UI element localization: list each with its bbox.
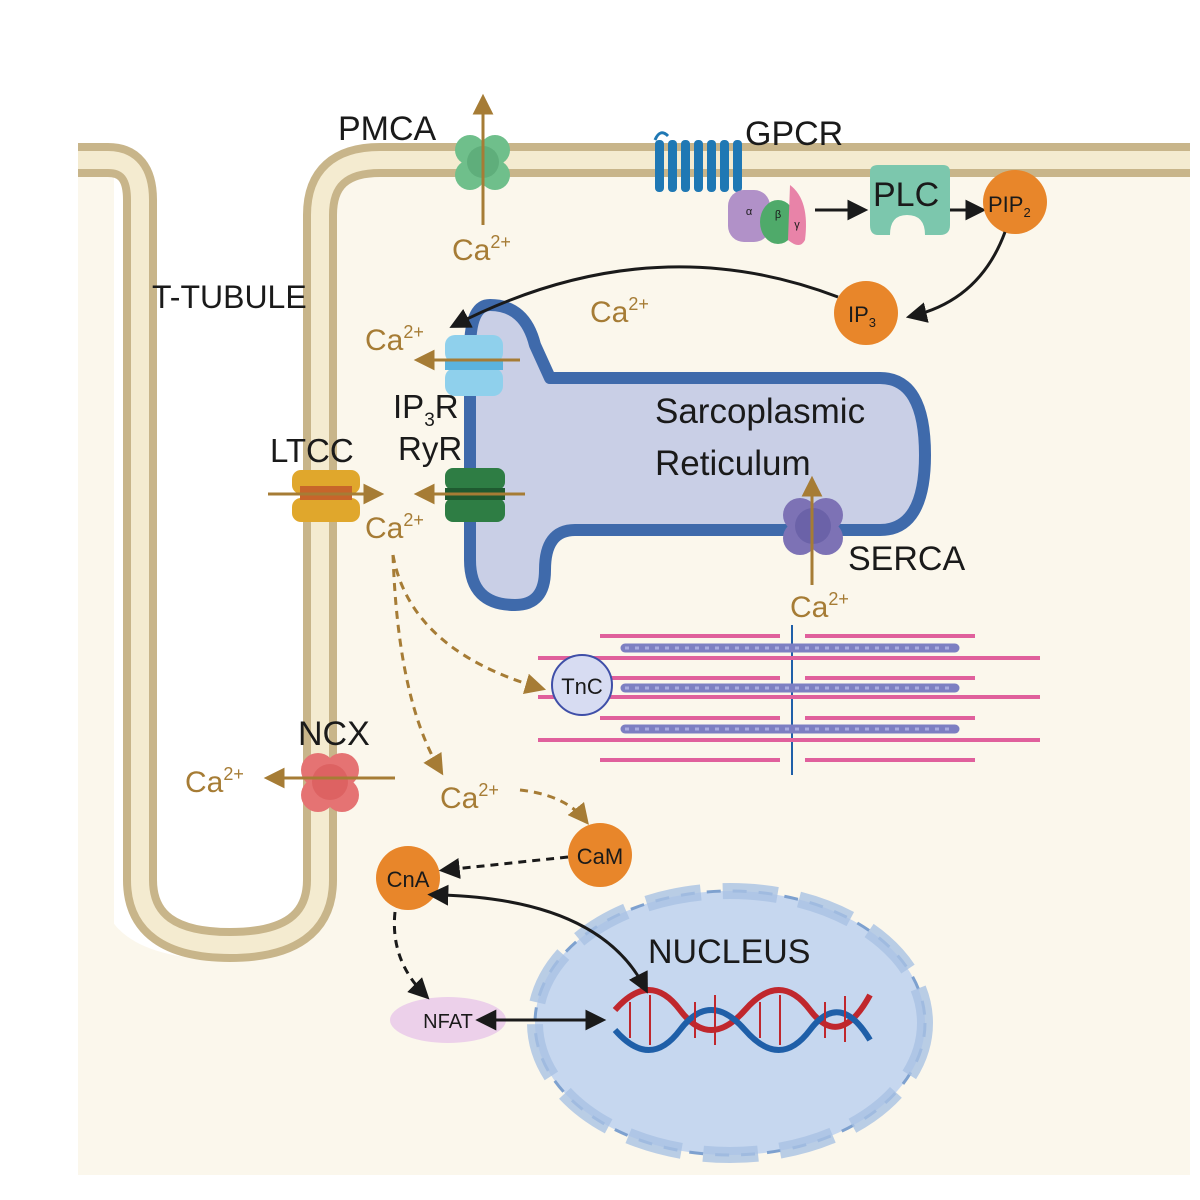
ltcc-channel bbox=[292, 470, 360, 522]
ltcc-label: LTCC bbox=[270, 432, 354, 469]
nfat-label: NFAT bbox=[423, 1011, 473, 1033]
ip3-to-ip3r-arrow bbox=[449, 265, 839, 328]
alpha-label: α bbox=[746, 206, 753, 218]
tnc-node bbox=[551, 654, 613, 716]
g-protein: α β γ bbox=[728, 185, 806, 245]
ip3r-channel bbox=[445, 335, 503, 396]
ip3r-label: IP3R bbox=[393, 388, 459, 431]
ncx-exchanger bbox=[301, 753, 359, 812]
cam-to-cna-arrow bbox=[438, 855, 569, 879]
sr-label-line2: Reticulum bbox=[655, 444, 811, 483]
ncx-label: NCX bbox=[298, 715, 370, 753]
cna-node bbox=[376, 846, 440, 910]
ip3-node bbox=[834, 281, 898, 345]
pip2-label: PIP2 bbox=[988, 192, 1031, 220]
ca-label-pmca: Ca2+ bbox=[452, 232, 511, 267]
plc-label: PLC bbox=[873, 176, 939, 214]
plc-enzyme bbox=[870, 165, 950, 235]
gamma-label: γ bbox=[794, 219, 800, 231]
ca-label-ip3r: Ca2+ bbox=[365, 322, 424, 357]
pip2-node bbox=[983, 170, 1047, 234]
ca-label-cytosol: Ca2+ bbox=[590, 294, 649, 329]
cam-label: CaM bbox=[577, 844, 623, 869]
cna-label: CnA bbox=[387, 867, 430, 892]
ca-to-cytosol-arrow bbox=[391, 554, 444, 776]
pmca-label: PMCA bbox=[338, 110, 437, 148]
gpcr-receptor bbox=[653, 131, 742, 192]
ca-label-cam: Ca2+ bbox=[440, 780, 499, 815]
ip3-label: IP3 bbox=[848, 302, 876, 330]
ryr-channel bbox=[445, 468, 505, 522]
ca-label-serca: Ca2+ bbox=[790, 589, 849, 624]
ca-to-cam-arrow bbox=[519, 788, 589, 825]
nucleus-label: NUCLEUS bbox=[648, 933, 810, 971]
ca-label-ltcc: Ca2+ bbox=[365, 510, 424, 545]
pip2-to-ip3-arrow bbox=[905, 231, 1007, 323]
ryr-label: RyR bbox=[398, 430, 462, 467]
ca-label-ncx: Ca2+ bbox=[185, 764, 244, 799]
sarcomere bbox=[538, 625, 1040, 775]
serca-pump bbox=[783, 498, 843, 555]
cna-to-nfat-arrow bbox=[392, 911, 430, 1000]
gpcr-label: GPCR bbox=[745, 115, 843, 153]
serca-label: SERCA bbox=[848, 540, 965, 578]
cytoplasm-left bbox=[78, 160, 114, 1175]
cna-dna-arrow bbox=[427, 884, 648, 994]
beta-label: β bbox=[775, 209, 781, 221]
cam-node bbox=[568, 823, 632, 887]
nfat-node bbox=[390, 997, 506, 1043]
sr-label-line1: Sarcoplasmic bbox=[655, 392, 865, 431]
plasma-membrane bbox=[78, 143, 1190, 963]
tnc-label: TnC bbox=[561, 674, 603, 699]
dna-helix bbox=[612, 987, 873, 1053]
ttubule-label: T-TUBULE bbox=[152, 279, 307, 315]
